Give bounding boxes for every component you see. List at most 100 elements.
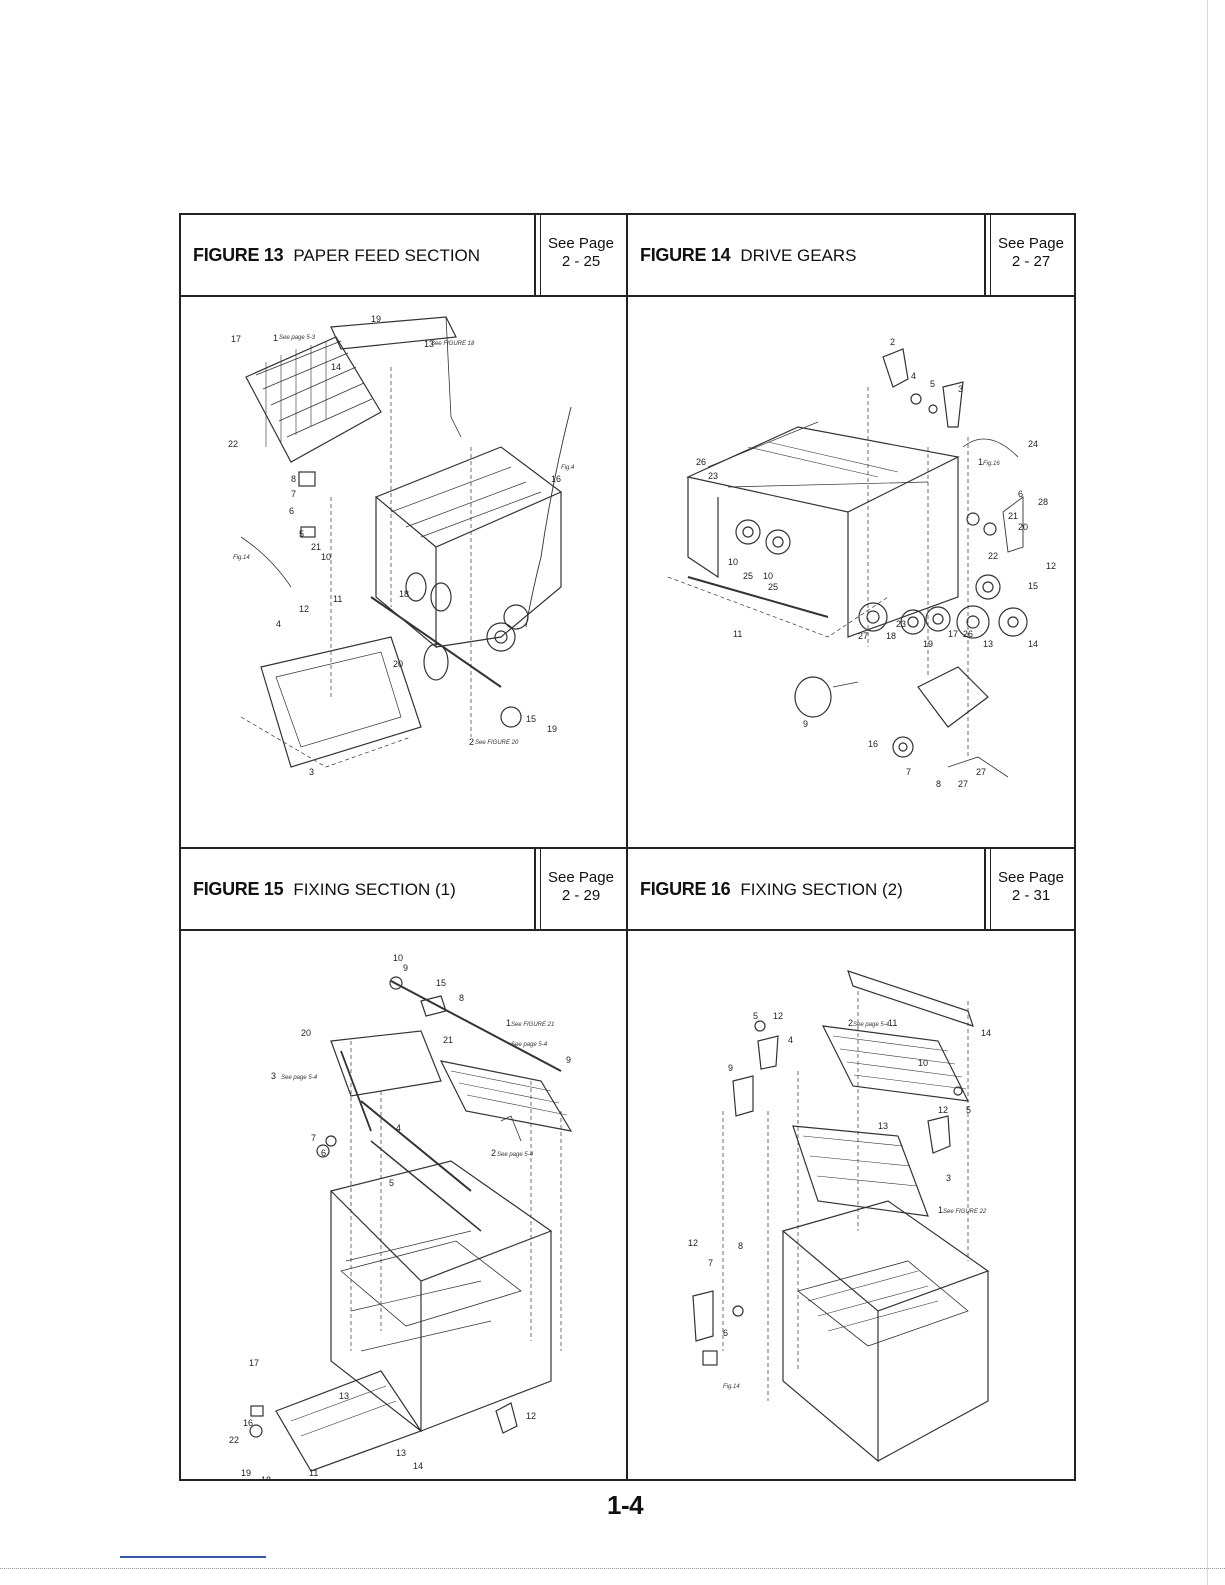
svg-text:1: 1 [273,333,278,343]
svg-text:3: 3 [271,1071,276,1081]
svg-text:5: 5 [299,529,304,539]
svg-text:8: 8 [459,993,464,1003]
svg-text:5: 5 [930,379,935,389]
svg-text:19: 19 [923,639,933,649]
svg-text:12: 12 [688,1238,698,1248]
figure-14-exploded-diagram: 2 4 5 3 24 26 23 1 6 28 21 20 22 12 15 1… [628,297,1076,847]
svg-text:See page 5-3: See page 5-3 [279,335,316,341]
svg-text:7: 7 [291,489,296,499]
svg-text:28: 28 [1038,497,1048,507]
svg-text:See FIGURE 21: See FIGURE 21 [511,1022,554,1028]
svg-text:2: 2 [848,1018,853,1028]
figure-16-exploded-diagram: 11 14 5 12 2 4 9 10 13 12 5 3 1 12 8 7 6 [628,931,1076,1481]
svg-text:7: 7 [311,1133,316,1143]
figure-13-exploded-diagram: 19 17 1 13 14 22 8 7 6 5 21 10 16 18 12 … [181,297,626,847]
svg-text:1: 1 [938,1205,943,1215]
figure-13-name: PAPER FEED SECTION [293,246,481,265]
figure-15-see-page-link[interactable]: See Page 2 - 29 [534,849,626,929]
figure-13-see-page-link[interactable]: See Page 2 - 25 [534,215,626,295]
svg-text:11: 11 [333,594,342,604]
svg-text:19: 19 [547,724,557,734]
svg-text:26: 26 [963,629,973,639]
svg-text:2: 2 [469,737,474,747]
svg-text:See FIGURE 18: See FIGURE 18 [431,341,475,347]
svg-text:25: 25 [743,571,753,581]
svg-text:26: 26 [696,457,706,467]
svg-text:13: 13 [396,1448,406,1458]
see-page-label: See Page [548,869,614,886]
svg-text:2: 2 [491,1148,496,1158]
svg-text:14: 14 [413,1461,423,1471]
svg-text:See page 5-4: See page 5-4 [511,1042,548,1048]
svg-text:19: 19 [241,1468,251,1478]
svg-text:10: 10 [393,953,403,963]
svg-text:6: 6 [723,1328,728,1338]
svg-text:5: 5 [753,1011,758,1021]
svg-text:27: 27 [858,631,868,641]
svg-text:7: 7 [708,1258,713,1268]
svg-text:10: 10 [321,552,331,562]
svg-text:4: 4 [911,371,916,381]
svg-text:16: 16 [243,1418,253,1428]
svg-text:23: 23 [708,471,718,481]
svg-text:22: 22 [228,439,238,449]
svg-text:See FIGURE 22: See FIGURE 22 [943,1209,987,1215]
svg-text:11: 11 [309,1468,318,1478]
svg-text:14: 14 [331,362,341,372]
see-page-label: See Page [548,235,614,252]
svg-text:4: 4 [788,1035,793,1045]
svg-text:12: 12 [526,1411,536,1421]
svg-text:11: 11 [888,1018,897,1028]
svg-text:25: 25 [768,582,778,592]
figure-13-drawing: 19 17 1 13 14 22 8 7 6 5 21 10 16 18 12 … [228,314,575,777]
svg-text:21: 21 [311,542,321,552]
see-page-value: 2 - 29 [561,887,601,904]
svg-text:12: 12 [938,1105,948,1115]
svg-text:20: 20 [301,1028,311,1038]
svg-text:20: 20 [393,659,403,669]
figure-16-see-page-link[interactable]: See Page 2 - 31 [984,849,1076,929]
svg-text:Fig.14: Fig.14 [723,1384,740,1390]
svg-text:21: 21 [443,1035,453,1045]
svg-text:17: 17 [948,629,958,639]
svg-text:13: 13 [339,1391,349,1401]
svg-text:22: 22 [229,1435,239,1445]
svg-text:6: 6 [321,1148,326,1158]
svg-text:24: 24 [1028,439,1038,449]
figure-14-drawing: 2 4 5 3 24 26 23 1 6 28 21 20 22 12 15 1… [667,337,1056,789]
svg-text:17: 17 [231,334,241,344]
svg-text:17: 17 [249,1358,259,1368]
svg-text:3: 3 [946,1173,951,1183]
bottom-dotted-rule [0,1568,1225,1569]
svg-text:9: 9 [728,1063,733,1073]
svg-text:See page 5-4: See page 5-4 [853,1022,890,1028]
see-page-value: 2 - 31 [1011,887,1051,904]
svg-text:3: 3 [309,767,314,777]
svg-text:4: 4 [276,619,281,629]
svg-text:15: 15 [436,978,446,988]
svg-text:23: 23 [896,619,906,629]
svg-text:16: 16 [868,739,878,749]
svg-text:2: 2 [890,337,895,347]
figure-14-label: FIGURE 14 [640,245,731,265]
svg-text:5: 5 [389,1178,394,1188]
svg-text:1: 1 [506,1018,511,1028]
figure-14-see-page-link[interactable]: See Page 2 - 27 [984,215,1076,295]
see-page-label: See Page [998,235,1064,252]
svg-text:Fig.4: Fig.4 [561,465,575,471]
svg-text:See page 5-4: See page 5-4 [497,1152,534,1158]
svg-text:Fig.16: Fig.16 [983,461,1000,467]
svg-text:10: 10 [763,571,773,581]
svg-text:12: 12 [773,1011,783,1021]
svg-text:15: 15 [526,714,536,724]
page-number: 1-4 [607,1490,644,1520]
svg-text:3: 3 [958,384,963,394]
svg-text:18: 18 [399,589,409,599]
